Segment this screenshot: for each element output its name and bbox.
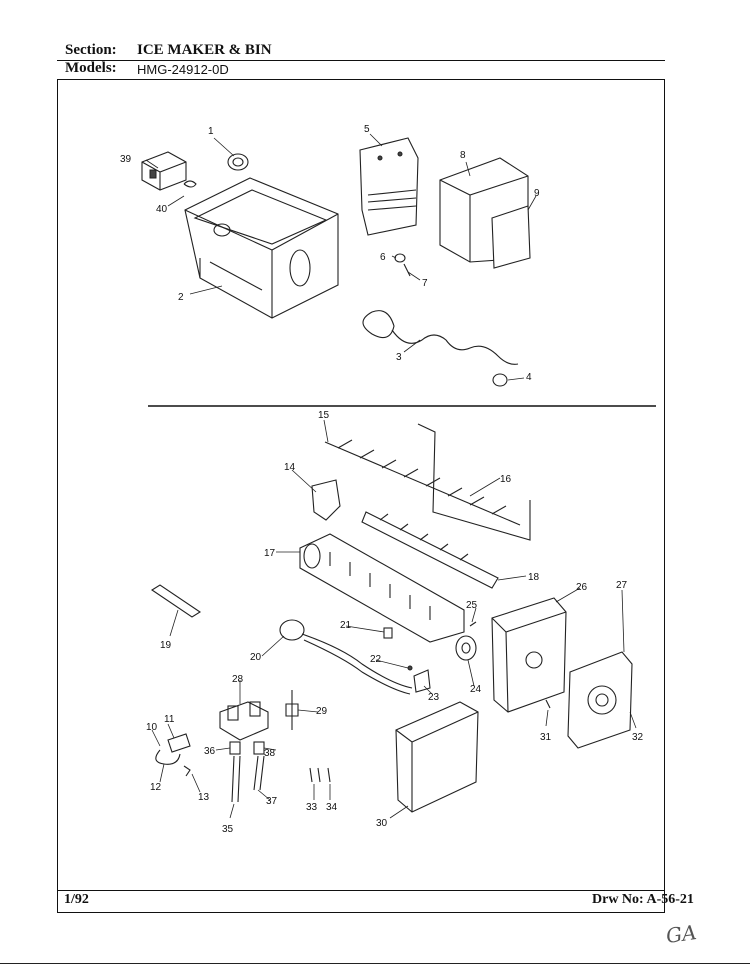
part-13-grommet xyxy=(183,765,191,777)
callout-10: 10 xyxy=(146,722,158,733)
section-row: Section: ICE MAKER & BIN xyxy=(65,42,272,59)
part-28-valve xyxy=(219,701,269,741)
part-24-gear xyxy=(455,635,477,661)
part-38-fitting xyxy=(253,741,265,755)
part-30-front-cover xyxy=(395,701,479,813)
part-21-clip xyxy=(383,627,393,639)
part-5-shield xyxy=(359,137,419,236)
callout-25: 25 xyxy=(466,600,478,611)
callout-38: 38 xyxy=(264,748,276,759)
callout-5: 5 xyxy=(364,124,370,135)
callout-11: 11 xyxy=(164,714,175,725)
part-20-thermostat xyxy=(279,619,413,695)
part-40-clip xyxy=(183,180,197,188)
callout-32: 32 xyxy=(632,732,644,743)
callout-26: 26 xyxy=(576,582,588,593)
part-6-washer xyxy=(394,253,406,263)
callout-3: 3 xyxy=(396,352,402,363)
part-19-rod xyxy=(150,584,202,618)
part-25-screw xyxy=(469,621,477,627)
part-23-bracket xyxy=(413,669,431,693)
callout-20: 20 xyxy=(250,652,262,663)
callout-36: 36 xyxy=(204,746,216,757)
callout-labels: 39 40 1 2 5 6 7 8 9 3 4 15 16 14 17 18 1… xyxy=(120,124,644,835)
leader-lines xyxy=(145,133,637,819)
section-label: Section: xyxy=(65,42,117,58)
callout-39: 39 xyxy=(120,154,132,165)
drawing-frame xyxy=(57,79,665,913)
callout-23: 23 xyxy=(428,692,440,703)
callout-8: 8 xyxy=(460,150,466,161)
callout-24: 24 xyxy=(470,684,482,695)
part-37-tube xyxy=(253,755,265,791)
callout-35: 35 xyxy=(222,824,234,835)
callout-31: 31 xyxy=(540,732,552,743)
part-31-screw xyxy=(545,699,551,709)
page-bottom-rule xyxy=(0,963,750,964)
footer-date: 1/92 xyxy=(64,892,89,907)
part-22-nut xyxy=(407,665,413,671)
callout-21: 21 xyxy=(340,620,352,631)
callout-2: 2 xyxy=(178,292,184,303)
callout-7: 7 xyxy=(422,278,428,289)
callout-22: 22 xyxy=(370,654,382,665)
footer-divider xyxy=(57,890,665,891)
callout-16: 16 xyxy=(500,474,512,485)
drawing-number-value: A-56-21 xyxy=(646,892,694,907)
section-value: ICE MAKER & BIN xyxy=(137,42,272,58)
part-18-ejector xyxy=(361,511,499,589)
part-17-mold xyxy=(299,533,465,643)
callout-9: 9 xyxy=(534,188,540,199)
part-36-fitting xyxy=(229,741,241,755)
header-divider xyxy=(57,60,665,61)
callout-29: 29 xyxy=(316,706,328,717)
callout-40: 40 xyxy=(156,204,168,215)
callout-37: 37 xyxy=(266,796,278,807)
part-3-heater xyxy=(362,310,519,365)
part-4-connector xyxy=(492,373,508,387)
callout-27: 27 xyxy=(616,580,628,591)
part-15-stripper xyxy=(324,439,521,526)
part-35-tube xyxy=(231,755,241,803)
callout-28: 28 xyxy=(232,674,244,685)
callout-4: 4 xyxy=(526,372,532,383)
part-9-door xyxy=(491,205,531,269)
callout-17: 17 xyxy=(264,548,276,559)
part-29-connector xyxy=(285,690,299,730)
part-16-cover xyxy=(417,423,531,541)
callout-33: 33 xyxy=(306,802,318,813)
part-10-11-clamp xyxy=(155,733,191,765)
models-row: Models: HMG-24912-0D xyxy=(65,60,229,77)
callout-19: 19 xyxy=(160,640,172,651)
callout-34: 34 xyxy=(326,802,338,813)
models-label: Models: xyxy=(65,60,117,76)
part-26-housing xyxy=(491,597,567,713)
part-39-bracket xyxy=(141,151,187,191)
part-7-screw xyxy=(403,263,411,277)
footer-drawing-number: Drw No: A-56-21 xyxy=(592,892,694,908)
callout-18: 18 xyxy=(528,572,540,583)
callout-15: 15 xyxy=(318,410,330,421)
part-27-motor-cover xyxy=(567,651,633,749)
part-33-34-screws xyxy=(309,767,331,783)
drawing-number-label: Drw No: xyxy=(592,892,644,907)
part-1-knob xyxy=(227,153,249,171)
callout-14: 14 xyxy=(284,462,296,473)
callout-12: 12 xyxy=(150,782,162,793)
part-2-ice-bin xyxy=(184,177,339,319)
part-14-bracket xyxy=(311,479,341,521)
callout-6: 6 xyxy=(380,252,386,263)
callout-30: 30 xyxy=(376,818,388,829)
callout-1: 1 xyxy=(208,126,214,137)
models-value: HMG-24912-0D xyxy=(137,62,229,77)
callout-13: 13 xyxy=(198,792,210,803)
